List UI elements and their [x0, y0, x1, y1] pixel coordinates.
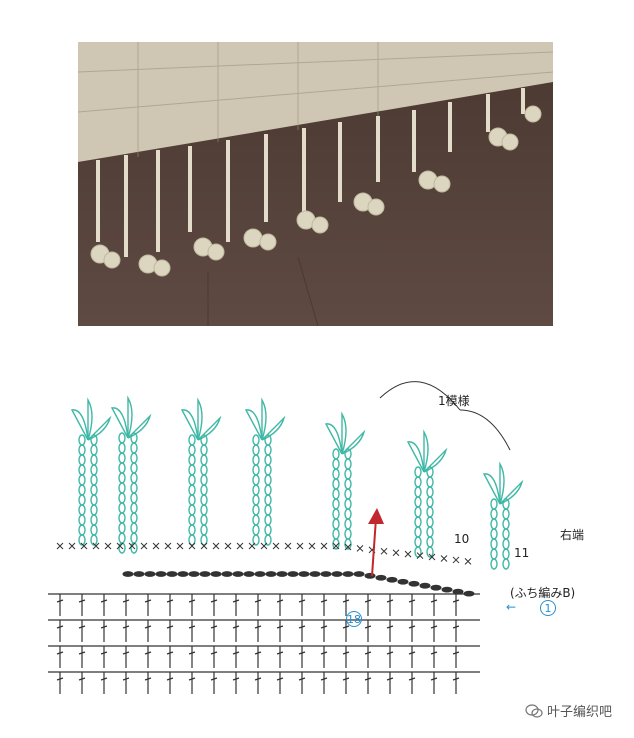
start-arrow-icon: ←	[506, 600, 517, 614]
right-edge-label: 右端	[560, 528, 585, 542]
wechat-icon	[525, 703, 543, 718]
motif-5	[324, 411, 366, 550]
motif-7	[482, 461, 524, 570]
motif-3	[180, 397, 222, 546]
motif-1	[70, 397, 112, 546]
crochet-chart: 1模様 右端 10 11 (ふち編みB) ← 1 18	[0, 340, 634, 734]
motif-2	[110, 395, 152, 554]
pattern-repeat-label: 1模様	[438, 394, 470, 408]
red-arrow-icon	[368, 508, 384, 524]
row-label-10: 10	[454, 532, 470, 546]
edging-label: (ふち編みB)	[510, 586, 576, 600]
crochet-photo	[78, 42, 553, 326]
motif-6	[406, 429, 448, 558]
watermark-text: 叶子编织吧	[546, 705, 612, 720]
row-label-11: 11	[514, 546, 530, 560]
motif-4	[244, 397, 286, 546]
start-marker: 1	[540, 600, 556, 616]
row-marker-18: 18	[346, 611, 362, 627]
watermark: 叶子编织吧	[525, 701, 612, 720]
